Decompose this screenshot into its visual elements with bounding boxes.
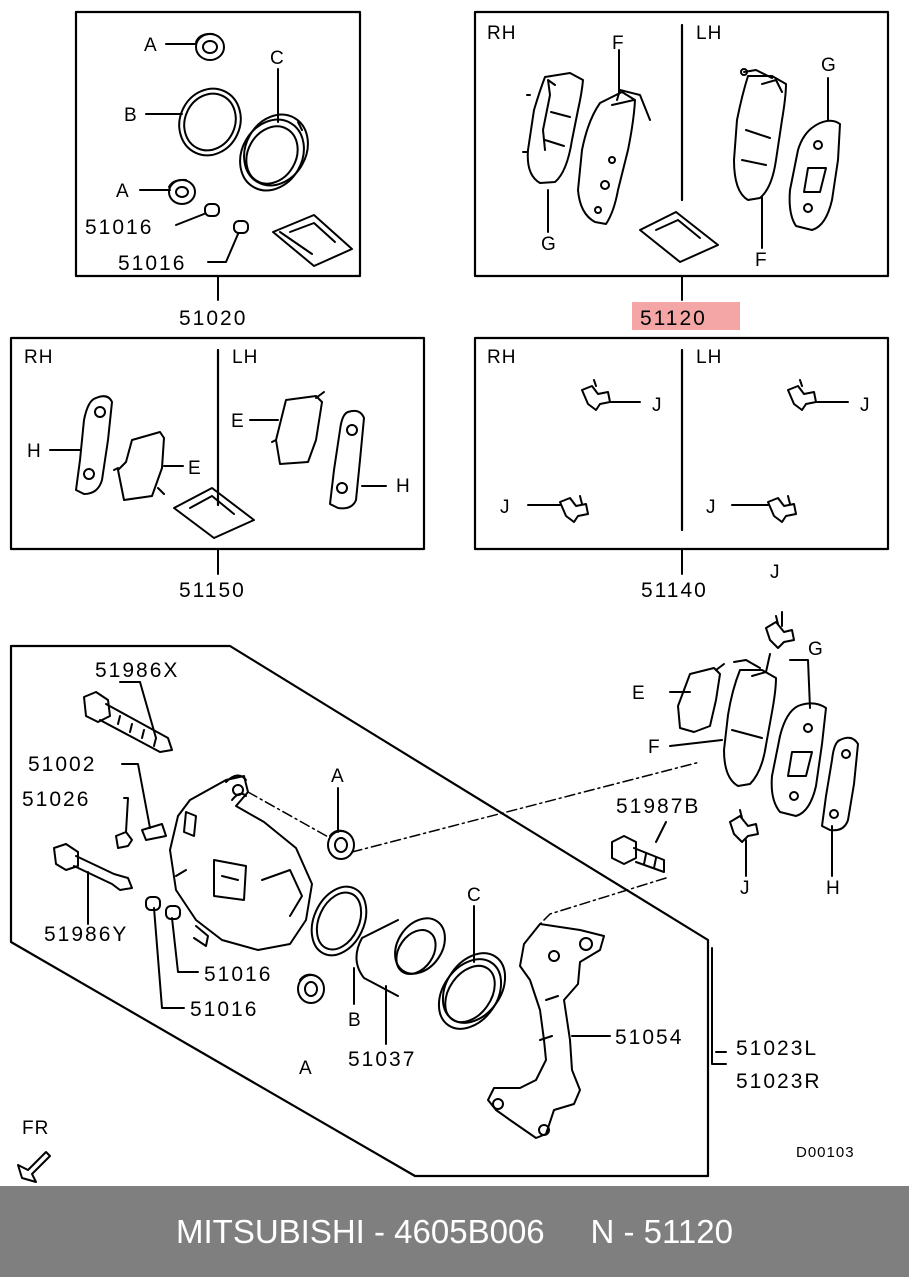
seal-ring-b-icon — [178, 87, 242, 157]
part-number-51986x[interactable]: 51986X — [95, 659, 179, 682]
boot-a-icon — [195, 32, 225, 61]
shim-e-lh-icon — [271, 391, 325, 465]
part-number-51023l[interactable]: 51023L — [736, 1037, 818, 1060]
boot-a-assy-lower-icon — [297, 973, 325, 1004]
label-c-assy: C — [467, 885, 482, 906]
label-j-clips-2: J — [860, 395, 871, 416]
shim-e-assy-icon — [677, 663, 725, 733]
shim-h-rh-icon — [75, 395, 113, 495]
brake-pad-inner-assy-icon — [723, 653, 777, 787]
bushing-icon — [204, 203, 249, 234]
label-rh-pads: RH — [487, 23, 516, 44]
part-number-51986y[interactable]: 51986Y — [44, 923, 128, 946]
label-a2-kit: A — [116, 181, 130, 202]
label-b-assy: B — [348, 1010, 362, 1031]
footer-text: MITSUBISHI - 4605B006 N - 51120 — [176, 1212, 733, 1250]
label-j-clips-4: J — [706, 497, 717, 518]
label-h-assy: H — [826, 878, 841, 899]
part-number-51150[interactable]: 51150 — [179, 579, 246, 602]
drawing-code: D00103 — [796, 1144, 855, 1161]
parts-diagram: A B C A 51016 51016 51020 RH LH F G G F … — [9, 10, 890, 1183]
label-f-assy: F — [648, 737, 661, 758]
label-a-kit: A — [144, 35, 158, 56]
label-rh-clips: RH — [487, 347, 516, 368]
label-rh-shims: RH — [24, 347, 53, 368]
part-number-51002[interactable]: 51002 — [28, 753, 96, 776]
part-number-51020[interactable]: 51020 — [179, 307, 247, 330]
label-a-assy-bottom: A — [299, 1058, 313, 1079]
bleeder-screw-icon — [115, 823, 167, 849]
part-number-51026[interactable]: 51026 — [22, 788, 90, 811]
part-highlight-51120 — [632, 302, 740, 330]
brake-pad-outer-assy-icon — [770, 702, 827, 817]
piston-boot-c-assy-icon — [437, 952, 507, 1030]
seal-ring-b-assy-icon — [310, 885, 368, 957]
label-j-clips-3: J — [500, 497, 511, 518]
label-j-assy-top: J — [770, 562, 781, 583]
part-number-51987b[interactable]: 51987B — [616, 795, 700, 818]
part-number-51140[interactable]: 51140 — [641, 579, 708, 602]
caliper-body-icon — [169, 774, 313, 951]
label-j-assy-bottom: J — [740, 878, 751, 899]
clip-j-top-icon — [765, 615, 795, 649]
clip-j-1-icon — [581, 379, 611, 411]
label-fr: FR — [22, 1118, 49, 1139]
part-number-51016-a[interactable]: 51016 — [204, 963, 272, 986]
piston-icon — [355, 917, 446, 997]
shim-h-assy-icon — [821, 736, 859, 832]
part-number-51120[interactable]: 51120 — [640, 307, 707, 330]
part-number-51037[interactable]: 51037 — [348, 1048, 416, 1071]
front-arrow-icon — [17, 1151, 51, 1183]
shim-h-lh-icon — [329, 409, 365, 510]
label-g-pads-2: G — [821, 55, 837, 76]
part-number-51016-b[interactable]: 51016 — [190, 998, 258, 1021]
label-51016-kit-1: 51016 — [85, 216, 153, 239]
label-lh-shims: LH — [232, 347, 258, 368]
brake-pad-lh-inner-icon — [733, 68, 787, 201]
guide-pin-bolt-y-icon — [53, 843, 133, 891]
boot-a2-icon — [168, 178, 196, 205]
label-e-shims-2: E — [231, 411, 245, 432]
clip-j-4-icon — [767, 495, 797, 523]
label-f-pads-1: F — [612, 33, 625, 54]
boot-a-assy-icon — [327, 829, 355, 860]
label-e-shims-1: E — [188, 458, 202, 479]
brake-pad-rh-inner-icon — [577, 89, 651, 225]
label-51016-kit-2: 51016 — [118, 252, 186, 275]
label-lh-pads: LH — [696, 23, 722, 44]
grease-packet-shims-icon — [173, 487, 255, 539]
label-e-assy: E — [632, 683, 646, 704]
label-g-assy: G — [808, 639, 824, 660]
clip-j-bottom-icon — [729, 809, 759, 843]
brake-pad-lh-outer-icon — [788, 119, 841, 231]
assembly-frame — [9, 644, 710, 1178]
label-h-shims-2: H — [396, 476, 411, 497]
label-c-kit: C — [270, 48, 285, 69]
bushing-assy-icon — [145, 896, 181, 920]
grease-packet-icon — [272, 214, 353, 267]
part-number-51054[interactable]: 51054 — [615, 1026, 683, 1049]
grease-packet-pads-icon — [639, 211, 719, 263]
clip-j-2-icon — [787, 379, 817, 411]
label-g-pads-1: G — [541, 234, 557, 255]
label-j-clips-1: J — [652, 395, 663, 416]
label-lh-clips: LH — [696, 347, 722, 368]
label-f-pads-2: F — [755, 250, 768, 271]
label-h-shims-1: H — [27, 441, 42, 462]
mounting-bolt-icon — [611, 835, 665, 873]
caliper-support-icon — [487, 923, 605, 1139]
brake-pad-rh-outer-icon — [522, 72, 584, 184]
clip-j-3-icon — [559, 495, 589, 523]
label-b-kit: B — [124, 105, 138, 126]
label-a-assy-top: A — [331, 766, 345, 787]
guide-pin-bolt-x-icon — [83, 691, 173, 753]
shim-e-rh-icon — [113, 431, 165, 501]
part-number-51023r[interactable]: 51023R — [736, 1070, 822, 1093]
footer-bar: MITSUBISHI - 4605B006 N - 51120 — [0, 1186, 909, 1277]
piston-boot-c-icon — [239, 113, 309, 192]
